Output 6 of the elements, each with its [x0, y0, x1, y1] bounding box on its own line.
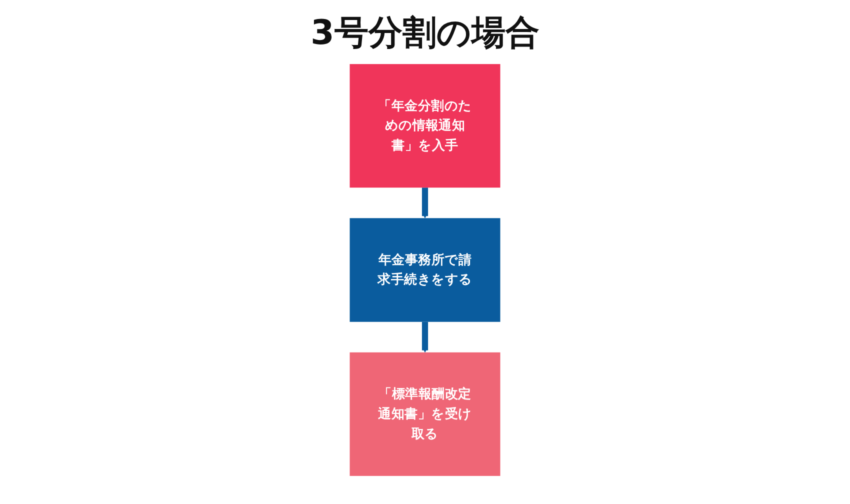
node-box: 年金事務所で請求手続きをする — [350, 218, 500, 322]
node-box: 「年金分割のための情報通知書」を入手 — [350, 64, 500, 188]
arrow — [422, 187, 428, 218]
arrow — [422, 321, 428, 353]
diagram-title: 3号分割の場合 — [310, 12, 540, 55]
node-box: 「標準報酬改定通知書」を受け取る — [350, 352, 500, 476]
